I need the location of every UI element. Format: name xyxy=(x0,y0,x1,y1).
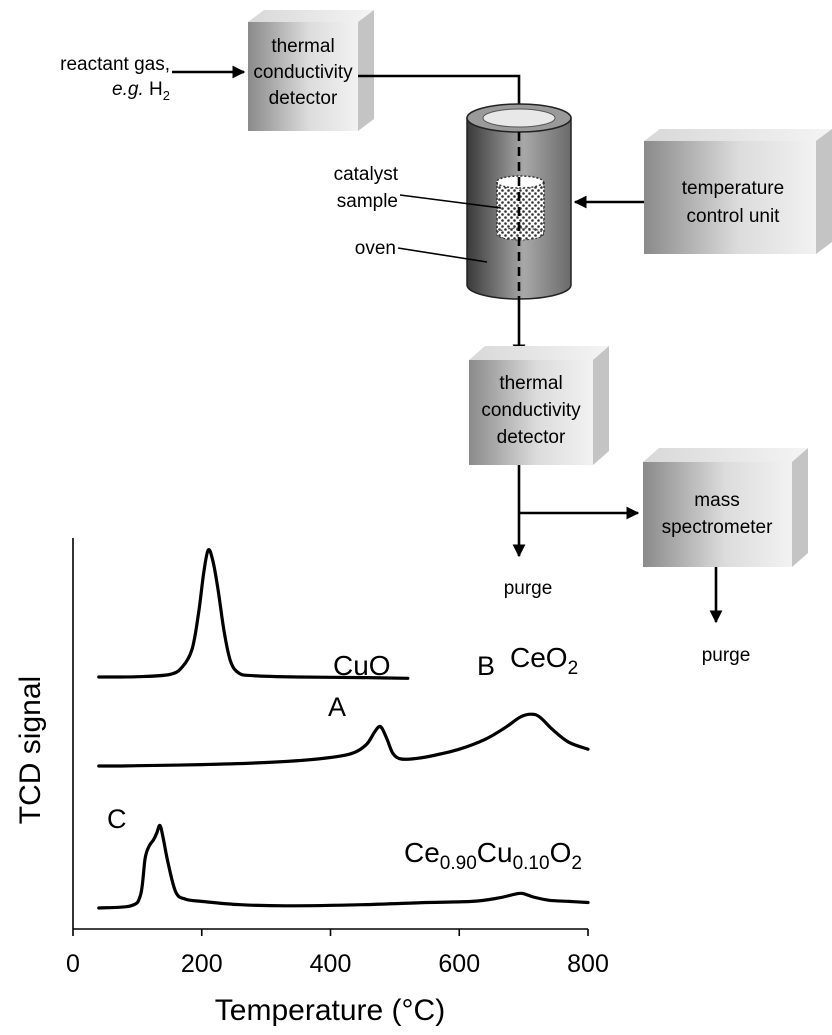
tpr-chart: 0 200 400 600 800 TCD signal Temperature (°C… xyxy=(14,538,609,1027)
mass-spectrometer-box: mass spectrometer xyxy=(643,448,808,567)
peak-label-b: B xyxy=(477,651,495,681)
tcd-bottom-line1: thermal xyxy=(499,373,562,394)
x-tick-label: 200 xyxy=(181,950,223,978)
series-label-mixed: Ce0.90Cu0.10O2 xyxy=(404,837,582,874)
mass-spec-line1: mass xyxy=(694,490,739,511)
tcd-top-box: thermal conductivity detector xyxy=(248,10,374,131)
tcd-top-line1: thermal xyxy=(271,36,334,57)
oven-leader-line xyxy=(397,247,488,263)
series-label-ceo2: CeO2 xyxy=(510,642,578,679)
y-axis-label: TCD signal xyxy=(14,676,47,824)
x-tick-label: 400 xyxy=(310,950,352,978)
tcd-bottom-line3: detector xyxy=(497,427,566,448)
series-line-2 xyxy=(97,712,590,768)
reactant-gas-label: reactant gas, xyxy=(60,54,170,75)
peak-label-a: A xyxy=(328,692,346,722)
series-line-3 xyxy=(97,823,590,910)
peak-label-c: C xyxy=(107,804,127,834)
purge-label-2: purge xyxy=(702,645,751,666)
tcd-top-line2: conductivity xyxy=(253,62,353,83)
catalyst-leader-line xyxy=(399,194,502,209)
temperature-control-box: temperature control unit xyxy=(644,129,832,254)
tpr-curves xyxy=(97,547,590,910)
mass-spec-line2: spectrometer xyxy=(662,517,774,538)
x-tick-label: 600 xyxy=(438,950,480,978)
series-line-1 xyxy=(97,547,410,680)
oven-label: oven xyxy=(355,238,396,259)
tcd-bottom-line2: conductivity xyxy=(481,400,581,421)
x-axis-label: Temperature (°C) xyxy=(215,994,445,1027)
series-label-cuo: CuO xyxy=(333,650,391,681)
temp-unit-line2: control unit xyxy=(687,206,781,227)
tcd-bottom-box: thermal conductivity detector xyxy=(469,346,609,465)
x-ticks: 0 200 400 600 800 xyxy=(66,929,609,978)
reactant-gas-example: e.g. H2 xyxy=(112,79,170,103)
catalyst-label-line2: sample xyxy=(337,191,398,212)
purge-label-1: purge xyxy=(504,578,553,599)
x-tick-label: 800 xyxy=(567,950,609,978)
oven-tube xyxy=(466,103,572,300)
tcd-top-line3: detector xyxy=(269,88,338,109)
temp-unit-line1: temperature xyxy=(682,178,784,199)
x-tick-label: 0 xyxy=(66,950,80,978)
catalyst-label-line1: catalyst xyxy=(334,164,399,185)
